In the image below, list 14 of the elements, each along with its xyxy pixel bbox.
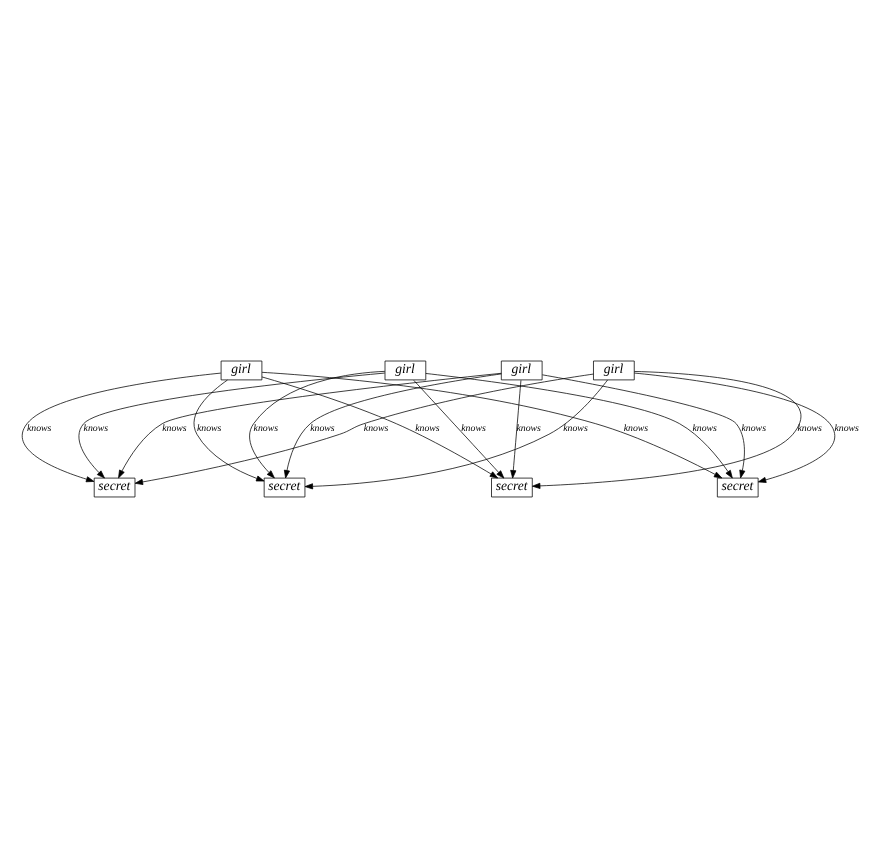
arrow (78, 371, 386, 478)
arrow (21, 371, 222, 482)
arrow (261, 370, 723, 478)
arrow (118, 371, 502, 478)
arrow (542, 373, 746, 478)
arrow (193, 378, 265, 481)
arrow (249, 369, 386, 478)
arrow (510, 378, 522, 478)
arrow (532, 370, 801, 488)
arrow (304, 378, 608, 489)
arrow (134, 372, 594, 484)
arrow (633, 371, 836, 482)
arrow (413, 378, 505, 478)
arrow (425, 372, 733, 478)
